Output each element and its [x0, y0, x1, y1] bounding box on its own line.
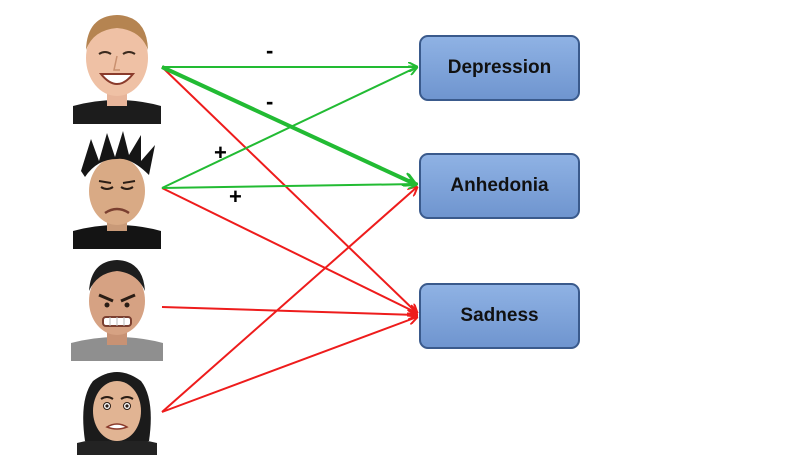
node-depression-label: Depression [447, 57, 552, 78]
edge-happy-to-anhedonia [161, 65, 415, 184]
edge-sad-to-depression [161, 67, 417, 189]
edge-happy-to-sadness [161, 66, 417, 313]
node-sadness: Sadness [419, 283, 580, 349]
node-depression: Depression [419, 35, 580, 101]
sign-sad-to-depression: + [214, 140, 227, 165]
node-anhedonia: Anhedonia [419, 153, 580, 219]
edge-fearful-to-anhedonia [161, 187, 417, 413]
sign-happy-to-depression: - [266, 38, 274, 63]
edge-sad-to-sadness [161, 187, 417, 313]
happy-face [71, 10, 163, 124]
sign-happy-to-anhedonia: - [266, 89, 274, 114]
node-anhedonia-label: Anhedonia [450, 175, 549, 196]
sad-face [71, 131, 163, 249]
sign-sad-to-anhedonia: + [229, 184, 242, 209]
edge-sad-to-anhedonia [161, 184, 417, 188]
edge-fearful-to-sadness [161, 317, 417, 413]
angry-face [71, 255, 163, 361]
fearful-face [71, 369, 163, 455]
node-sadness-label: Sadness [460, 305, 539, 326]
edge-angry-to-sadness [161, 306, 417, 315]
